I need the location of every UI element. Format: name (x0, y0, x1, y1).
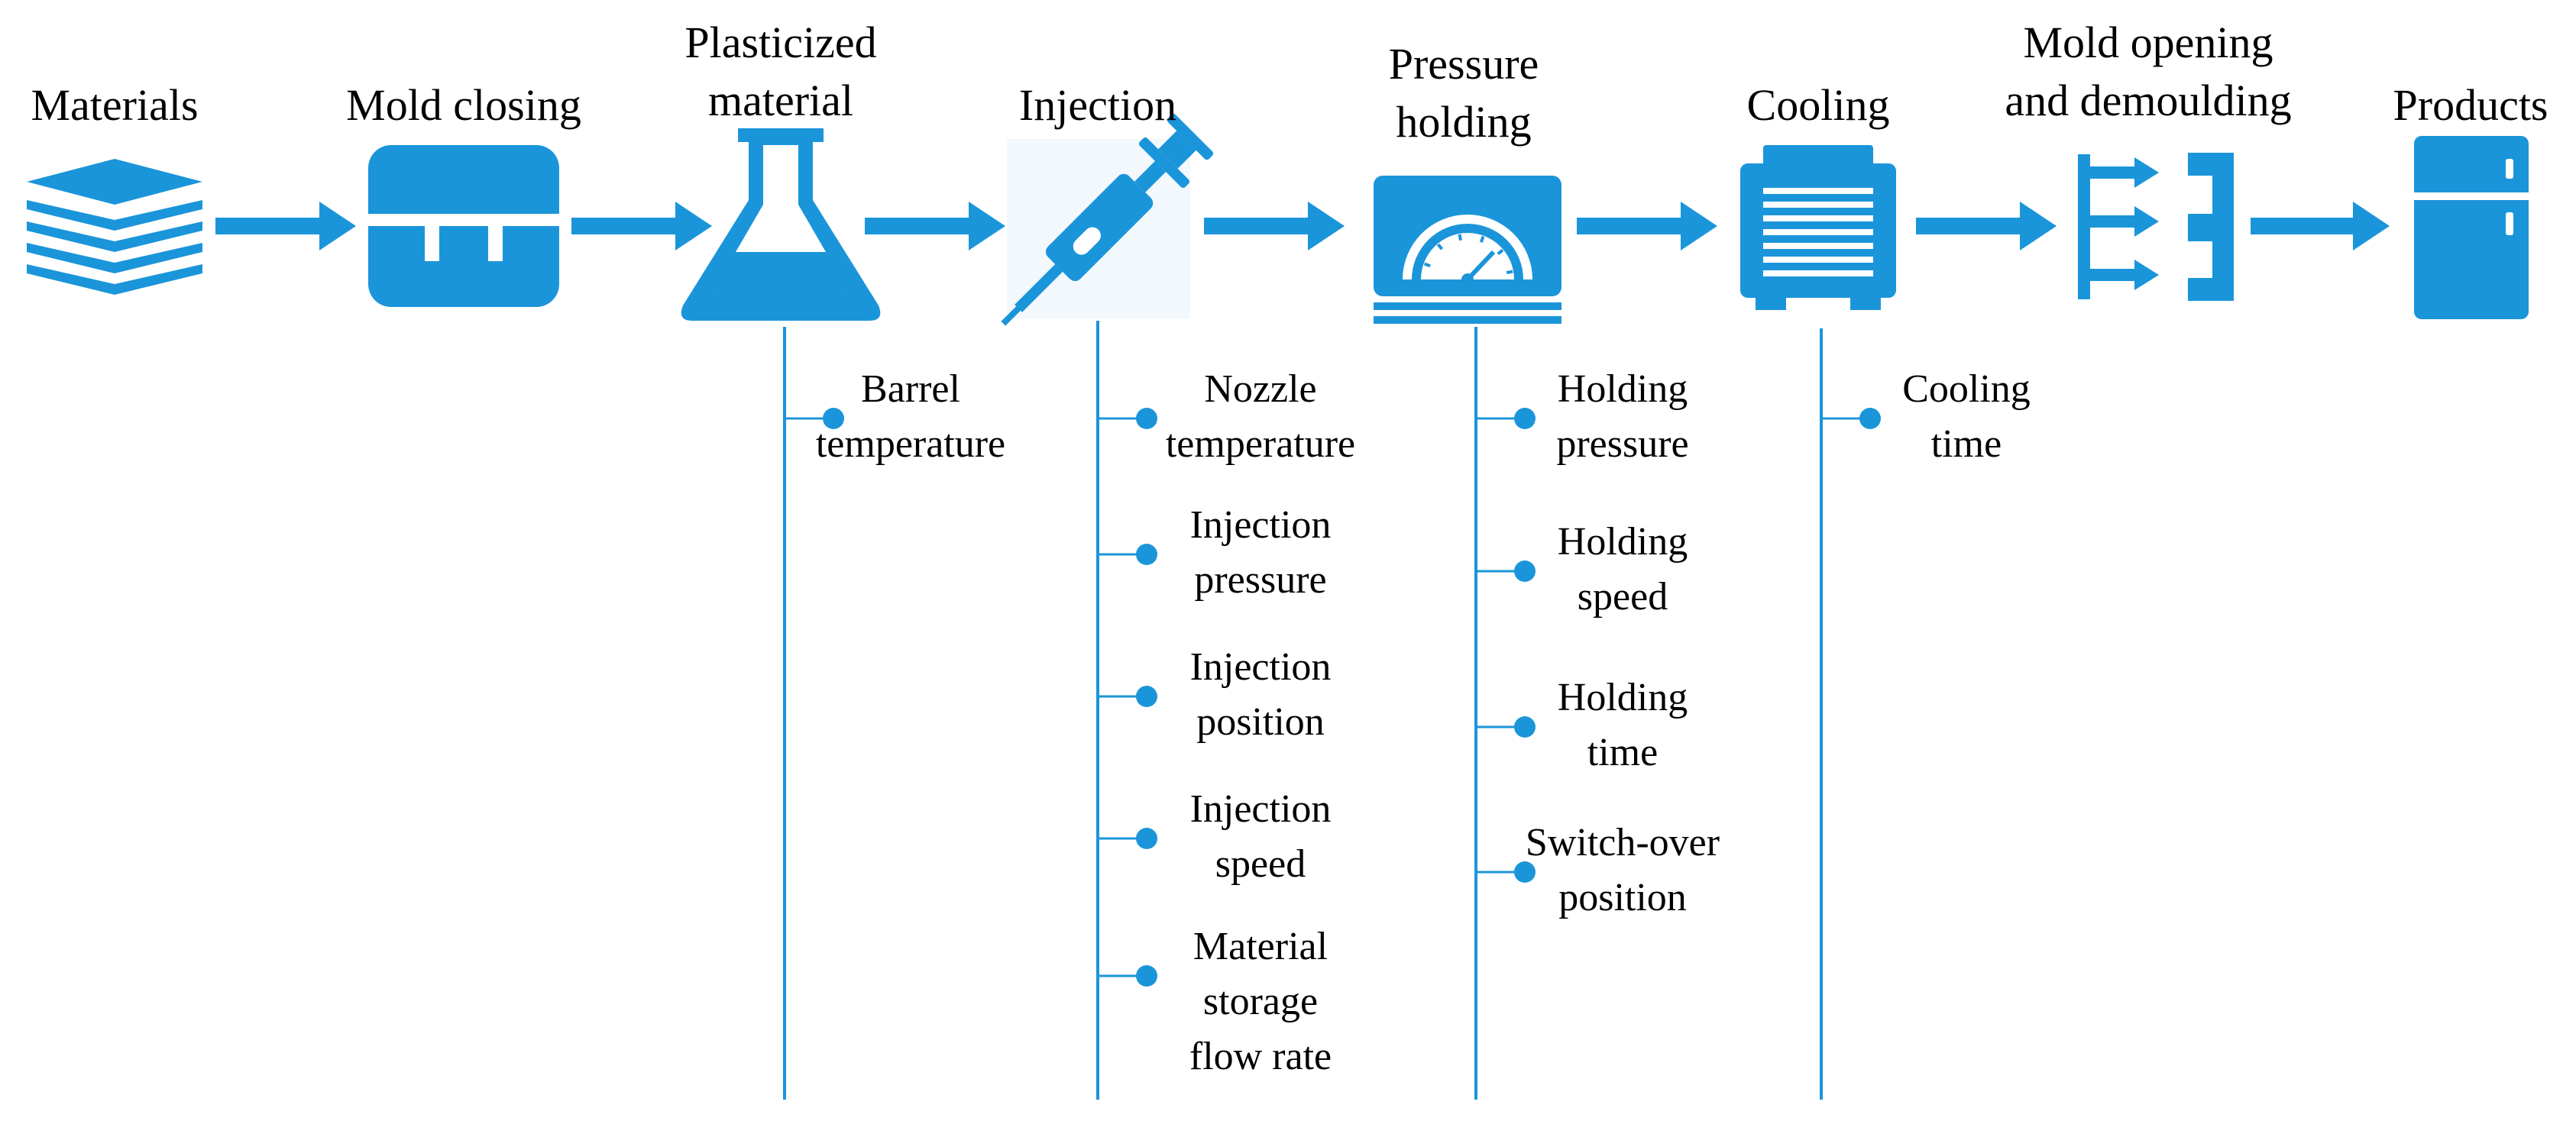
parameter-label-line: speed (1577, 575, 1668, 619)
demoulding-icon (2078, 153, 2234, 301)
refrigerator-icon (2414, 136, 2529, 319)
parameter-label-line: temperature (1165, 422, 1356, 466)
parameter-label: Injection position (1131, 640, 1390, 750)
parameter-label: Switch-over position (1493, 816, 1752, 926)
parameter-dot (1514, 716, 1536, 738)
parameter-label-line: Holding (1557, 676, 1688, 719)
stage-title-line: Mold opening (2023, 18, 2273, 67)
parameter-label: Holding speed (1493, 515, 1752, 625)
stage-title-line: Materials (31, 80, 199, 130)
stage-title-products: Products (2241, 76, 2576, 134)
flow-arrow-7 (2251, 202, 2390, 250)
parameter-label-line: storage (1202, 980, 1319, 1023)
flow-arrow-6 (1916, 202, 2057, 250)
stage-title-mold-opening: Mold opening and demoulding (1919, 14, 2377, 130)
parameter-dot (1136, 408, 1157, 429)
parameter-label: Cooling time (1837, 362, 2096, 472)
stage-title-line: holding (1396, 97, 1532, 147)
parameter-label-line: Injection (1189, 787, 1332, 831)
parameter-dot (1514, 408, 1536, 429)
flow-arrow-5 (1577, 202, 1717, 250)
stage-title-line: material (707, 76, 853, 125)
parameter-label: Nozzle temperature (1131, 362, 1390, 472)
parameter-label: Barrel temperature (781, 362, 1040, 472)
parameter-dot (823, 408, 844, 429)
parameter-label-line: time (1930, 422, 2002, 466)
parameter-dot (1136, 828, 1157, 849)
stage-title-materials: Materials (0, 76, 344, 134)
parameter-label-line: pressure (1556, 422, 1689, 466)
parameter-label: Holding pressure (1493, 362, 1752, 472)
parameter-label-line: Material (1193, 925, 1328, 968)
syringe-icon (1001, 113, 1214, 326)
parameter-label-line: time (1587, 731, 1659, 774)
parameter-label: Injection speed (1131, 782, 1390, 892)
stage-title-line: Products (2393, 80, 2548, 130)
parameter-dot (1136, 544, 1157, 565)
parameter-label: Material storage flow rate (1131, 919, 1390, 1084)
parameter-label-line: Injection (1189, 645, 1332, 689)
parameter-label-line: Switch-over (1525, 821, 1720, 864)
parameter-label-line: speed (1215, 842, 1306, 886)
stage-title-line: Mold closing (346, 80, 581, 130)
parameter-label-line: pressure (1194, 558, 1327, 602)
parameter-dot (1859, 408, 1881, 429)
parameter-label: Injection pressure (1131, 498, 1390, 608)
parameter-label-line: Holding (1557, 367, 1688, 411)
parameter-dot (1136, 965, 1157, 987)
stage-title-injection: Injection (869, 76, 1327, 134)
flask-icon (681, 128, 881, 321)
stage-title-line: Injection (1018, 80, 1177, 130)
parameter-label-line: Nozzle (1204, 367, 1317, 411)
stage-title-line: Cooling (1746, 80, 1890, 130)
timeline-plasticized-material (783, 327, 844, 1100)
timeline-pressure-holding (1474, 327, 1536, 1100)
parameter-dot (1514, 861, 1536, 883)
stage-title-plasticized-material: Plasticized material (552, 14, 1010, 130)
parameter-label-line: flow rate (1189, 1035, 1332, 1078)
parameter-dot (1514, 560, 1536, 582)
parameter-label-line: position (1196, 700, 1325, 744)
stage-title-line: Pressure (1388, 39, 1539, 89)
flow-arrow-3 (865, 202, 1005, 250)
parameter-label-line: position (1558, 876, 1687, 919)
stage-title-cooling: Cooling (1589, 76, 2047, 134)
parameter-label-line: Barrel (861, 367, 960, 411)
stage-title-line: Plasticized (684, 18, 877, 67)
parameter-label: Holding time (1493, 670, 1752, 780)
material-stack-icon (27, 159, 202, 295)
mold-closing-icon (368, 145, 559, 307)
flow-arrow-1 (215, 202, 356, 250)
stage-title-pressure-holding: Pressure holding (1235, 35, 1693, 151)
flow-arrow-2 (571, 202, 712, 250)
stage-title-line: and demoulding (2005, 76, 2292, 125)
parameter-label-line: temperature (815, 422, 1006, 466)
parameter-label-line: Cooling (1902, 367, 2031, 411)
parameter-label-line: Injection (1189, 503, 1332, 547)
cooler-icon (1740, 145, 1896, 310)
parameter-dot (1136, 686, 1157, 707)
timeline-injection (1096, 321, 1157, 1100)
pressure-gauge-icon (1374, 176, 1561, 324)
parameter-label-line: Holding (1557, 520, 1688, 564)
flow-arrow-4 (1204, 202, 1345, 250)
stage-title-mold-closing: Mold closing (235, 76, 693, 134)
timeline-cooling (1820, 328, 1881, 1100)
